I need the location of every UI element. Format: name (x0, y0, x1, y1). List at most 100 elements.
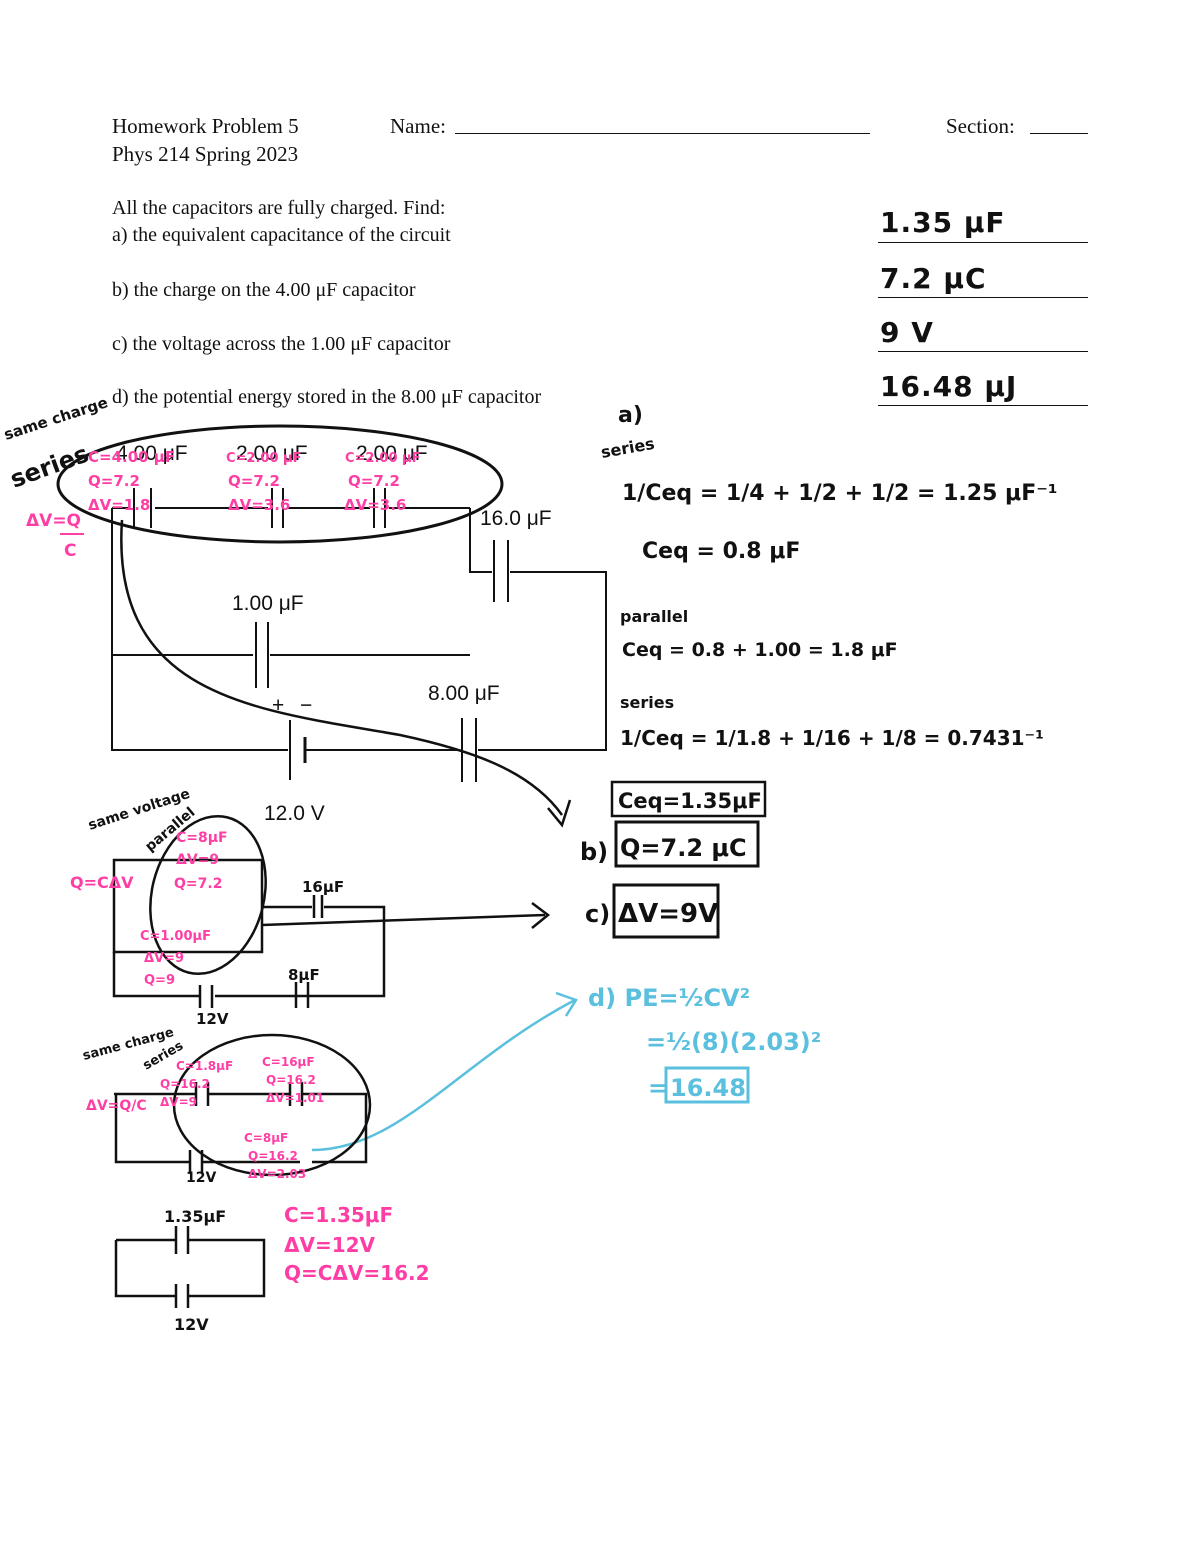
label-1uf: 1.00 μF (232, 592, 304, 615)
svg-text:C=16μF: C=16μF (262, 1055, 315, 1069)
pink-values-parallel-c1: C=1.00μF ΔV=9 Q=9 (140, 929, 211, 988)
answer-line-d (878, 405, 1088, 406)
label-4uf: 4.00 μF (116, 442, 188, 465)
label-sketch-16uf: 16μF (302, 878, 344, 896)
pink-values-final: C=1.35μF ΔV=12V Q=CΔV=16.2 (284, 1203, 430, 1285)
svg-text:Q=16.2: Q=16.2 (248, 1149, 298, 1163)
label-final-12v: 12V (174, 1315, 209, 1334)
label-16uf: 16.0 μF (480, 507, 552, 530)
note-q-cdv: Q=CΔV (70, 873, 134, 892)
label-sketch-8uf: 8μF (288, 966, 320, 984)
name-label: Name: (390, 114, 446, 138)
svg-text:b): b) (580, 838, 608, 866)
question-b: b) the charge on the 4.00 μF capacitor (112, 279, 416, 301)
svg-text:series: series (599, 434, 656, 462)
sketch-parallel (112, 814, 386, 1008)
svg-text:parallel: parallel (620, 607, 688, 626)
svg-text:=: = (648, 1074, 668, 1102)
svg-text:ΔV=9V: ΔV=9V (618, 899, 718, 929)
svg-text:Ceq=1.35μF: Ceq=1.35μF (618, 789, 762, 813)
capacitor-16uf (493, 540, 509, 602)
pink-values-c4: C=4.00 μF Q=7.2 ΔV=1.8 (88, 448, 175, 514)
question-c: c) the voltage across the 1.00 μF capaci… (112, 333, 451, 355)
arrow-to-b (120, 519, 564, 816)
label-final-135: 1.35μF (164, 1207, 226, 1226)
note-dv-qc: ΔV=Q/C (86, 1098, 147, 1114)
work-part-a: a) series 1/Ceq = 1/4 + 1/2 + 1/2 = 1.25… (599, 403, 1058, 818)
series-ellipse (56, 424, 504, 544)
question-a: a) the equivalent capacitance of the cir… (112, 224, 451, 246)
label-2uf-b: 2.00 μF (356, 442, 428, 465)
capacitor-8uf (461, 718, 477, 782)
svg-text:d) PE=½CV²: d) PE=½CV² (588, 984, 750, 1012)
svg-text:Q=7.2: Q=7.2 (88, 472, 140, 490)
svg-text:Ceq = 0.8 μF: Ceq = 0.8 μF (642, 539, 800, 564)
answer-b: 7.2 μC (880, 262, 987, 295)
svg-text:C=2.00 μF: C=2.00 μF (226, 451, 301, 466)
capacitor-2uf-a (271, 488, 284, 528)
section-blank[interactable] (1030, 133, 1088, 134)
course-line: Phys 214 Spring 2023 (112, 142, 299, 166)
svg-text:ΔV=3.6: ΔV=3.6 (344, 496, 406, 514)
name-blank[interactable] (455, 133, 870, 134)
svg-text:C=8μF: C=8μF (244, 1131, 288, 1145)
note-series: series (6, 440, 92, 494)
label-sketch2-12v: 12V (186, 1170, 216, 1186)
label-battery: 12.0 V (264, 802, 325, 825)
svg-text:ΔV=1.8: ΔV=1.8 (88, 496, 150, 514)
svg-text:ΔV=9: ΔV=9 (144, 951, 184, 966)
svg-text:ΔV=2.03: ΔV=2.03 (248, 1167, 306, 1181)
note-same-charge: same charge (2, 393, 110, 444)
svg-text:Q=CΔV=16.2: Q=CΔV=16.2 (284, 1261, 430, 1285)
pink-values-series-c8: C=8μF Q=16.2 ΔV=2.03 (244, 1131, 306, 1181)
problem-title: Homework Problem 5 (112, 114, 299, 138)
svg-text:ΔV=9: ΔV=9 (176, 852, 219, 868)
svg-text:Q=9: Q=9 (144, 973, 175, 988)
svg-text:Q=7.2: Q=7.2 (348, 472, 400, 490)
svg-text:Q=7.2 μC: Q=7.2 μC (620, 834, 747, 862)
capacitor-2uf-b (373, 488, 386, 528)
svg-text:Q=7.2: Q=7.2 (228, 472, 280, 490)
svg-text:c): c) (585, 900, 610, 928)
svg-text:16.48: 16.48 (670, 1074, 746, 1102)
svg-text:1/Ceq = 1/4 + 1/2 + 1/2 = 1.25: 1/Ceq = 1/4 + 1/2 + 1/2 = 1.25 μF⁻¹ (622, 481, 1058, 506)
answer-line-a (878, 242, 1088, 243)
pink-values-c2a: C=2.00 μF Q=7.2 ΔV=3.6 (226, 451, 301, 514)
arrow-to-d (311, 998, 576, 1152)
answer-line-c (878, 351, 1088, 352)
work-part-c: c) ΔV=9V (585, 883, 720, 939)
pink-values-series-c18: C=1.8μF Q=16.2 ΔV=9 (160, 1059, 233, 1109)
svg-text:Ceq = 0.8 + 1.00 = 1.8 μF: Ceq = 0.8 + 1.00 = 1.8 μF (622, 639, 898, 661)
svg-text:C=2.00 μF: C=2.00 μF (345, 451, 420, 466)
svg-text:C=1.00μF: C=1.00μF (140, 929, 211, 944)
sketch-final (114, 1226, 266, 1308)
capacitor-1uf (255, 622, 269, 688)
svg-text:C=1.8μF: C=1.8μF (176, 1059, 233, 1073)
battery-minus: − (300, 694, 312, 717)
label-2uf-a: 2.00 μF (236, 442, 308, 465)
svg-text:C=1.35μF: C=1.35μF (284, 1203, 393, 1227)
sketch-series (114, 1033, 372, 1177)
label-sketch-12v: 12V (196, 1010, 229, 1028)
svg-text:ΔV=12V: ΔV=12V (284, 1233, 376, 1257)
pink-values-series-c16: C=16μF Q=16.2 ΔV=1.01 (262, 1055, 324, 1105)
answer-c: 9 V (880, 316, 934, 349)
note-dv-num: ΔV=Q (26, 511, 81, 531)
svg-text:Q=16.2: Q=16.2 (160, 1077, 210, 1091)
svg-text:Q=16.2: Q=16.2 (266, 1073, 316, 1087)
svg-text:a): a) (618, 403, 643, 428)
answer-a: 1.35 μF (880, 206, 1006, 239)
answer-d: 16.48 μJ (880, 370, 1018, 403)
capacitor-4uf (133, 488, 152, 528)
circuit-diagram (111, 488, 607, 782)
section-label: Section: (946, 114, 1015, 138)
svg-text:C=8μF: C=8μF (176, 830, 228, 846)
svg-text:ΔV=3.6: ΔV=3.6 (228, 496, 290, 514)
svg-text:1/Ceq = 1/1.8 + 1/16 + 1/8 = 0: 1/Ceq = 1/1.8 + 1/16 + 1/8 = 0.7431⁻¹ (620, 726, 1044, 750)
svg-text:=½(8)(2.03)²: =½(8)(2.03)² (646, 1028, 821, 1056)
arrowhead-c (531, 902, 551, 929)
question-d: d) the potential energy stored in the 8.… (112, 386, 542, 408)
work-part-b: b) Q=7.2 μC (580, 820, 760, 868)
pink-values-c2b: C=2.00 μF Q=7.2 ΔV=3.6 (344, 451, 420, 514)
